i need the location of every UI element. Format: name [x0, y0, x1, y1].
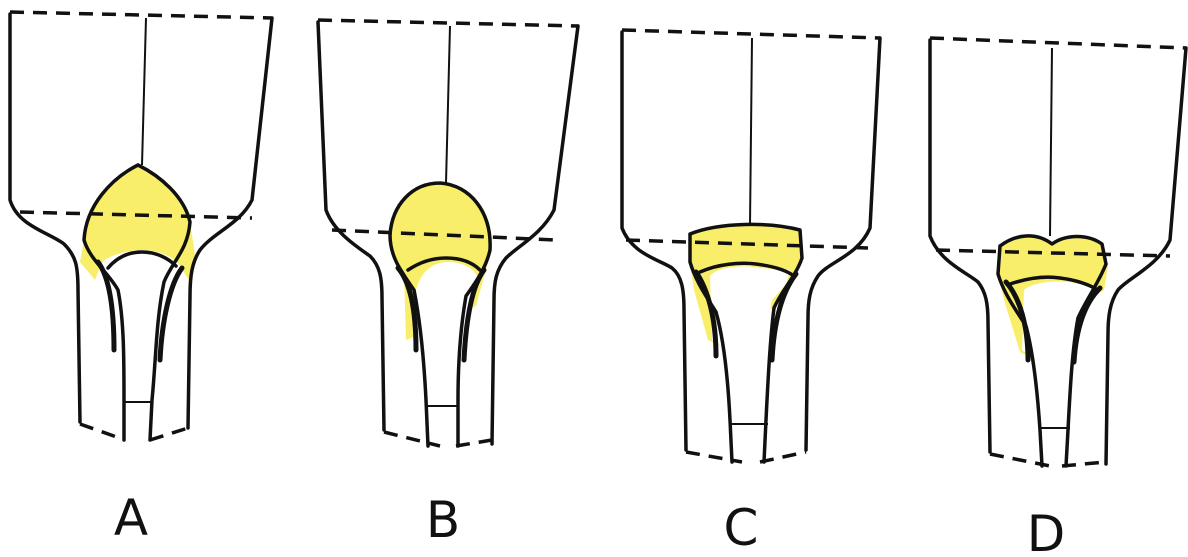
center-line: [750, 38, 752, 225]
highlight-region: [390, 183, 490, 340]
bottom-dashed-edge: [384, 432, 440, 446]
bottom-dashed-edge: [1062, 462, 1106, 466]
top-dashed-edge: [622, 30, 880, 38]
panel-label-a: A: [114, 489, 148, 547]
panel-label-c: C: [724, 499, 759, 557]
panel-d: [930, 38, 1186, 466]
center-line: [1050, 48, 1052, 236]
top-dashed-edge: [318, 20, 578, 26]
bottom-dashed-edge: [456, 440, 492, 446]
canal-outline: [98, 262, 114, 350]
top-dashed-edge: [930, 38, 1186, 48]
center-line: [446, 26, 450, 183]
center-line: [142, 18, 146, 165]
panel-b: [318, 20, 578, 446]
panel-a: [10, 12, 272, 440]
panel-c: [622, 30, 880, 462]
top-dashed-edge: [10, 12, 272, 18]
panel-label-d: D: [1027, 505, 1066, 557]
panel-label-b: B: [426, 491, 460, 549]
bottom-dashed-edge: [150, 428, 188, 440]
bottom-dashed-edge: [760, 452, 806, 462]
bottom-dashed-edge: [80, 424, 125, 440]
